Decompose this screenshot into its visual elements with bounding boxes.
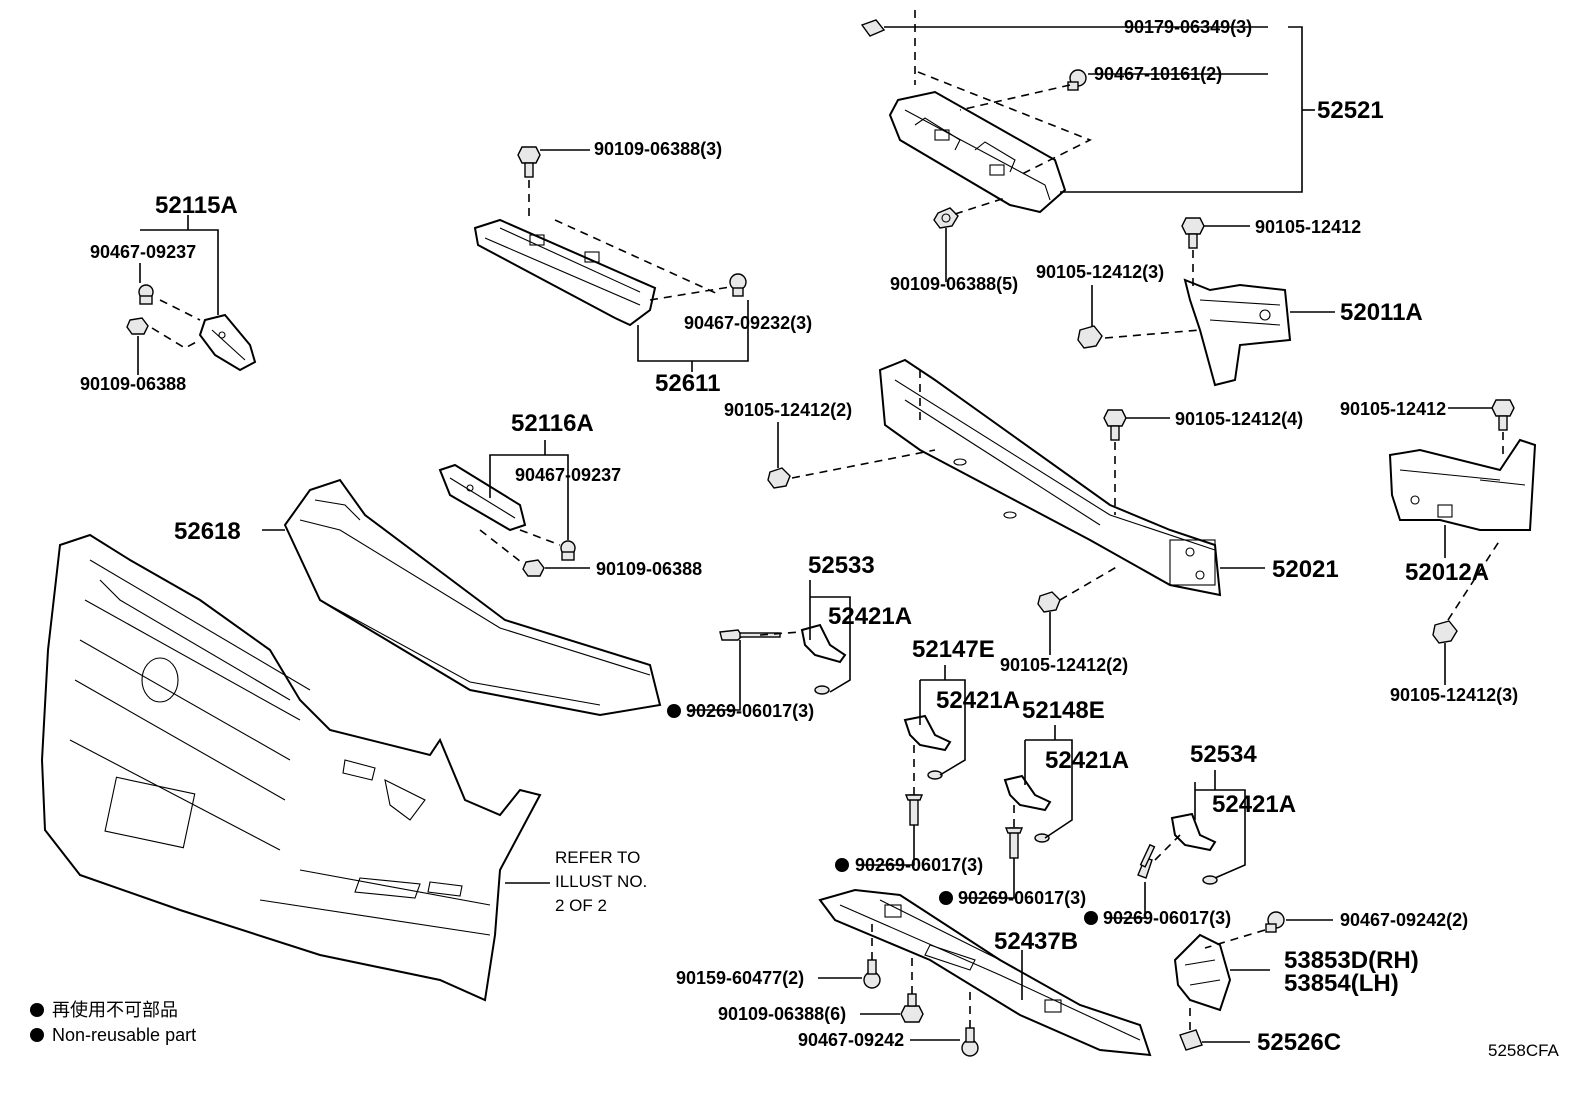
bolt-90109-06388-5 — [933, 207, 959, 229]
non-reusable-marker — [667, 704, 681, 718]
callout-52021: 52021 — [1272, 556, 1339, 583]
callout-52611: 52611 — [655, 370, 720, 397]
clip-90179-06349 — [860, 19, 886, 37]
refer-note-line-3: 2 OF 2 — [555, 896, 607, 915]
bolt-90105-12412-2a — [767, 467, 791, 489]
bolt-90109-06388-a — [126, 317, 149, 335]
bolt-90105-12412-top — [1181, 217, 1205, 249]
non-reusable-marker — [1084, 911, 1098, 925]
callout-53853d: 53853D(RH) — [1284, 947, 1419, 974]
bolt-90109-06388-6 — [900, 993, 924, 1023]
screw-90467-09232 — [729, 273, 747, 297]
non-reusable-marker — [835, 858, 849, 872]
pin-90269-06017-b — [904, 794, 924, 826]
callout-52618: 52618 — [174, 518, 241, 545]
part-53853d-seal — [1173, 933, 1232, 1012]
callout-53854: 53854(LH) — [1284, 970, 1399, 997]
callout-52116a: 52116A — [511, 410, 594, 437]
callout-90105-12412-3b: 90105-12412(3) — [1390, 685, 1518, 705]
part-52115a-bracket — [198, 313, 257, 372]
clip-90159-60477 — [863, 959, 881, 989]
callout-52115a: 52115A — [155, 192, 238, 219]
part-52148e-bracket — [1003, 774, 1052, 843]
legend-marker-2 — [30, 1028, 44, 1042]
callout-90105-12412-a: 90105-12412 — [1255, 217, 1361, 237]
screw-90467-09242-b — [1265, 911, 1285, 933]
callout-52421a-d: 52421A — [1212, 791, 1296, 818]
part-52437b-cover — [818, 888, 1152, 1057]
bolt-90105-12412-2b — [1037, 591, 1061, 613]
callout-90105-12412-2b: 90105-12412(2) — [1000, 655, 1128, 675]
callout-90269-06017-b: 90269-06017(3) — [855, 855, 983, 875]
part-52611-support — [473, 218, 657, 327]
part-52147e-bracket — [903, 714, 952, 780]
callout-90179-06349: 90179-06349(3) — [1124, 17, 1252, 37]
legend-line-2: Non-reusable part — [52, 1025, 196, 1045]
part-52618-cover — [283, 478, 662, 717]
part-52116a-bracket — [438, 463, 527, 532]
callout-52521: 52521 — [1317, 97, 1384, 124]
screw-90467-10161 — [1067, 69, 1087, 91]
screw-90467-09237-a — [138, 284, 154, 305]
callout-90467-09232: 90467-09232(3) — [684, 313, 812, 333]
pin-90269-06017-c — [1004, 827, 1024, 859]
bolt-90105-12412-right-top — [1491, 399, 1515, 431]
screw-90467-09242-a — [961, 1027, 979, 1057]
part-52521-bracket — [888, 90, 1067, 214]
callout-90109-06388-3: 90109-06388(3) — [594, 139, 722, 159]
legend-marker-1 — [30, 1003, 44, 1017]
callout-52526c: 52526C — [1257, 1029, 1341, 1056]
callout-90105-12412-2a: 90105-12412(2) — [724, 400, 852, 420]
callout-52437b: 52437B — [994, 928, 1078, 955]
callout-90269-06017-c: 90269-06017(3) — [958, 888, 1086, 908]
pin-90269-06017-a — [719, 629, 781, 641]
legend-line-1: 再使用不可部品 — [52, 1000, 178, 1020]
callout-90467-09237-b: 90467-09237 — [515, 465, 621, 485]
bolt-90105-12412-3a — [1077, 325, 1103, 349]
part-52021-reinforcement — [878, 358, 1222, 597]
part-52012a-bracket — [1388, 438, 1537, 531]
callout-90105-12412-4: 90105-12412(4) — [1175, 409, 1303, 429]
bolt-90105-12412-3b — [1432, 620, 1458, 644]
part-52533-bracket — [800, 623, 847, 695]
part-52011a-bracket — [1183, 278, 1292, 387]
callout-90109-06388-5: 90109-06388(5) — [890, 274, 1018, 294]
diagram-code: 5258CFA — [1488, 1041, 1560, 1060]
refer-note-line-2: ILLUST NO. — [555, 872, 647, 891]
non-reusable-marker — [939, 891, 953, 905]
bolt-90105-12412-4 — [1103, 409, 1127, 441]
callout-90467-09237-a: 90467-09237 — [90, 242, 196, 262]
bolt-90109-06388-b — [522, 559, 545, 577]
callout-90105-12412-3a: 90105-12412(3) — [1036, 262, 1164, 282]
callout-52012a: 52012A — [1405, 559, 1489, 586]
callout-52421a-a: 52421A — [828, 603, 912, 630]
callout-90159-60477: 90159-60477(2) — [676, 968, 804, 988]
callout-52147e: 52147E — [912, 636, 995, 663]
pin-90269-06017-d — [1137, 843, 1156, 879]
callout-52011a: 52011A — [1340, 299, 1423, 326]
screw-90467-09237-b — [560, 540, 576, 561]
callout-90105-12412-b: 90105-12412 — [1340, 399, 1446, 419]
callout-90467-09242-2: 90467-09242(2) — [1340, 910, 1468, 930]
part-52534-bracket — [1170, 812, 1218, 885]
bolt-90109-06388-3 — [517, 146, 541, 178]
callout-52421a-c: 52421A — [1045, 747, 1129, 774]
callout-90467-10161: 90467-10161(2) — [1094, 64, 1222, 84]
callout-90109-06388-b: 90109-06388 — [596, 559, 702, 579]
callout-90467-09242: 90467-09242 — [798, 1030, 904, 1050]
callout-90109-06388-6: 90109-06388(6) — [718, 1004, 846, 1024]
callout-52148e: 52148E — [1022, 697, 1105, 724]
clip-52526c — [1179, 1029, 1203, 1051]
callout-90109-06388-a: 90109-06388 — [80, 374, 186, 394]
callout-90269-06017-d: 90269-06017(3) — [1103, 908, 1231, 928]
callout-90269-06017-a: 90269-06017(3) — [686, 701, 814, 721]
callout-52421a-b: 52421A — [936, 687, 1020, 714]
callout-52534: 52534 — [1190, 741, 1257, 768]
callout-52533: 52533 — [808, 552, 875, 579]
refer-note-line-1: REFER TO — [555, 848, 640, 867]
part-front-bumper — [40, 533, 542, 1002]
